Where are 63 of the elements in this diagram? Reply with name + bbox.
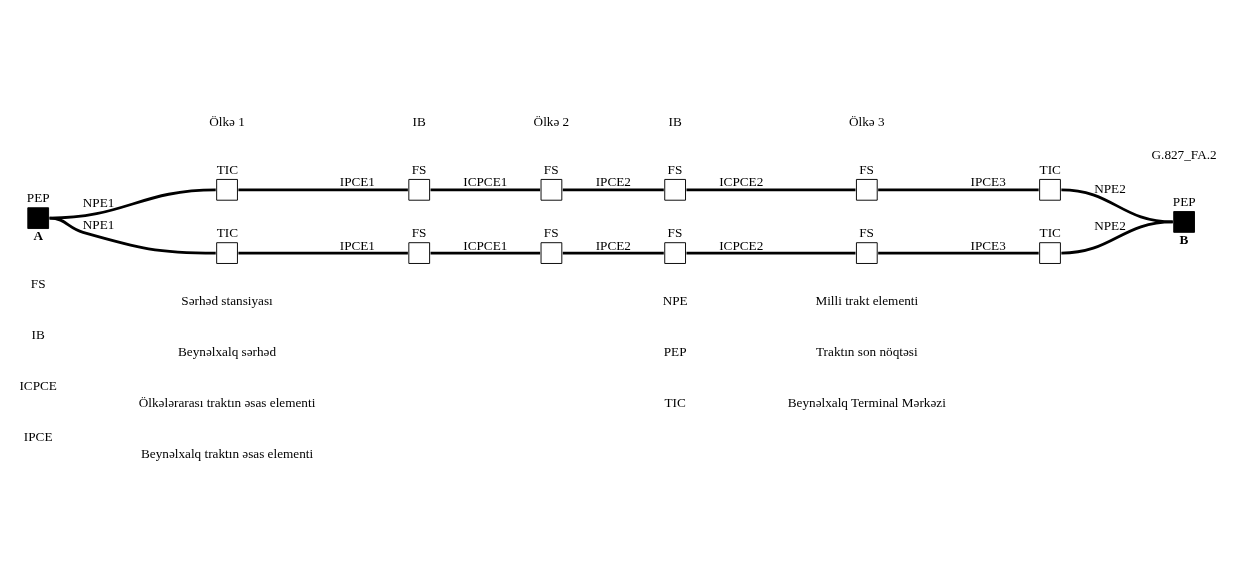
label: Ölkə 3 [849,114,885,130]
edge-label: IPCE3 [970,174,1006,190]
node-label: TIC [216,225,238,241]
connector [562,188,664,192]
connector [1061,188,1173,224]
edge-label: NPE1 [82,195,115,211]
edge-label: NPE1 [82,216,115,232]
connector [686,188,856,192]
node-label: B [1179,231,1189,247]
node-label: FS [411,161,427,177]
edge-label: ICPCE1 [463,237,508,253]
edge-label: ICPCE2 [719,174,764,190]
label: FS [30,275,46,291]
label: Beynəlxalq sərhəd [178,343,277,359]
label: Beynəlxalq traktın əsas elementi [140,445,314,461]
node-label: FS [543,225,559,241]
connector [878,188,1039,192]
edge-label: NPE2 [1094,217,1126,233]
edge-label: NPE2 [1094,180,1126,196]
connector [1061,220,1173,255]
node-label: FS [859,225,874,241]
label: TIC [664,394,686,410]
node-label: PEP [26,190,50,206]
connector [49,216,216,255]
node-label: FS [411,225,427,241]
connector [238,251,408,255]
connector [878,251,1039,255]
label: Ölkə 1 [209,114,245,130]
label: Milli trakt elementi [815,292,919,308]
node-label: TIC [1039,161,1061,177]
label: IB [668,114,682,130]
edge-label: IPCE2 [595,174,631,190]
label: IB [31,326,45,342]
label: NPE [662,292,688,308]
connector [562,251,664,255]
label: ICPCE [19,377,57,393]
connector [238,188,408,192]
node-label: FS [543,161,559,177]
label: IB [412,114,426,130]
node-label: PEP [1172,194,1196,210]
edge-label: ICPCE1 [463,174,508,190]
label: PEP [663,343,687,359]
label: Ölkələrarası traktın əsas elementi [138,394,316,410]
label: Beynəlxalq Terminal Mərkəzi [787,394,946,410]
node-label: FS [667,225,683,241]
edge-label: IPCE1 [339,237,375,253]
node-label: TIC [1039,225,1061,241]
connector [430,188,541,192]
edge-label: ICPCE2 [719,237,764,253]
connector [686,251,856,255]
label: G.827_FA.2 [1151,147,1217,163]
label: Ölkə 2 [533,114,570,130]
edge-label: IPCE1 [339,174,375,190]
label: Traktın son nöqtəsi [816,343,918,359]
edge-label: IPCE2 [595,237,631,253]
node-label: TIC [216,161,238,177]
node-label: FS [667,161,683,177]
label: IPCE [23,428,53,444]
edge-label: IPCE3 [970,237,1006,253]
node-label: A [33,228,44,244]
connector [430,251,541,255]
node-label: FS [859,161,874,177]
label: Sərhəd stansiyası [181,292,273,308]
